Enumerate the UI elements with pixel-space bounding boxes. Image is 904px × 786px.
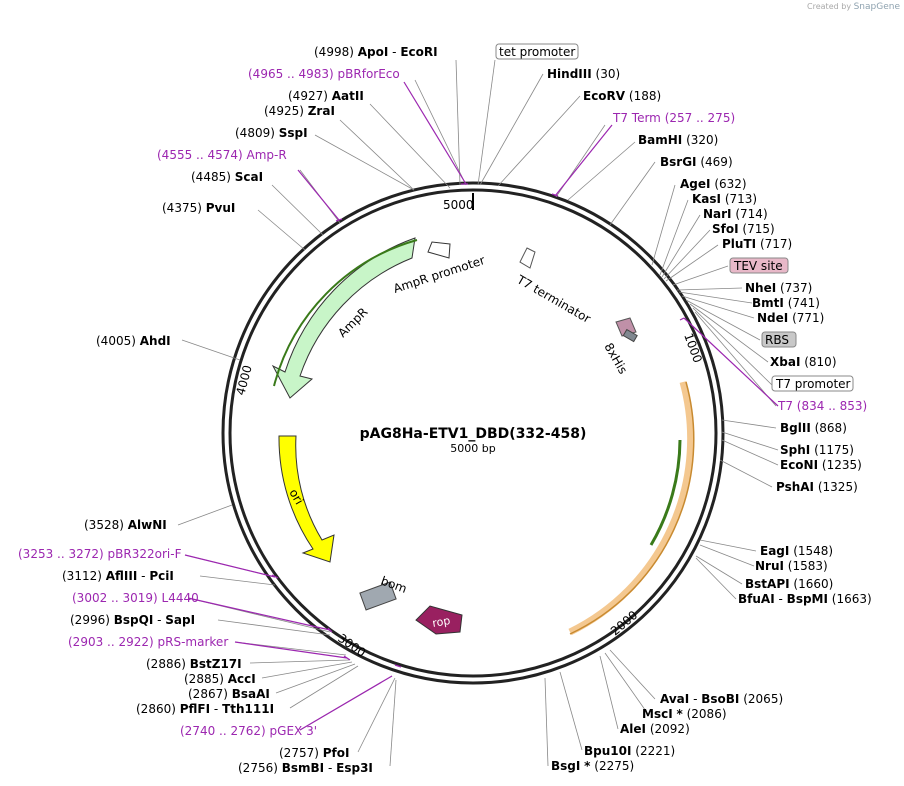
label-r12: TEV site (733, 259, 783, 273)
label-l16: (2886) BstZ17I (146, 657, 242, 671)
credit: Created by SnapGene (807, 2, 900, 12)
his-label: 8xHis (601, 341, 630, 377)
rop-feature (415, 605, 463, 635)
label-l20: (2740 .. 2762) pGEX 3' (180, 724, 317, 738)
label-l14: (2996) BspQI - SapI (70, 613, 195, 627)
label-r32: BsgI * (2275) (551, 759, 634, 773)
label-r1: tet promoter (499, 45, 575, 59)
label-r15: NdeI (771) (757, 311, 824, 325)
features (271, 237, 695, 636)
label-r31: Bpu10I (2221) (584, 744, 675, 758)
tick-5000: 5000 (443, 198, 474, 212)
label-l1: (4998) ApoI - EcoRI (314, 45, 438, 59)
label-l4: (4925) ZraI (264, 104, 335, 118)
t7-terminator-feature (519, 247, 536, 269)
label-r16: RBS (765, 333, 789, 347)
t7-terminator-label: T7 terminator (514, 272, 593, 326)
label-l18: (2867) BsaAI (188, 687, 270, 701)
label-l3: (4927) AatII (288, 89, 364, 103)
label-r19: T7 (834 .. 853) (777, 399, 867, 413)
etv1-outline (569, 381, 695, 635)
rop-label: rop (431, 614, 451, 630)
rbs-box (761, 331, 797, 348)
label-l9: (4005) AhdI (96, 334, 171, 348)
label-r5: BamHI (320) (638, 133, 718, 147)
label-r18: T7 promoter (775, 377, 851, 391)
t7-promoter-box (771, 375, 854, 392)
tick-4000: 4000 (233, 364, 254, 397)
label-r8: KasI (713) (692, 192, 757, 206)
label-l13: (3002 .. 3019) L4440 (72, 591, 199, 605)
backbone (221, 181, 725, 685)
label-r26: BstAPI (1660) (745, 577, 833, 591)
label-r22: EcoNI (1235) (780, 458, 862, 472)
label-r27: BfuAI - BspMI (1663) (738, 592, 872, 606)
inner-green-arrow (649, 439, 682, 546)
bom-feature (359, 581, 397, 611)
ori-feature (278, 435, 335, 563)
ampr-highlight (273, 239, 418, 387)
label-r30: AleI (2092) (620, 722, 690, 736)
label-l11: (3253 .. 3272) pBR322ori-F (18, 547, 182, 561)
label-l19: (2860) PflFI - Tth111I (136, 702, 274, 716)
etv1-feature (568, 381, 695, 636)
label-r13: NheI (737) (745, 281, 812, 295)
label-l8: (4375) PvuI (162, 201, 235, 215)
tick-3000: 3000 (335, 631, 368, 660)
leader-lines (177, 59, 779, 767)
label-r6: BsrGI (469) (660, 155, 733, 169)
label-r4: T7 Term (257 .. 275) (612, 111, 735, 125)
label-r29: MscI * (2086) (642, 707, 727, 721)
ori-label: ori (286, 487, 306, 508)
label-l22: (2756) BsmBI - Esp3I (238, 761, 373, 775)
label-r17: XbaI (810) (770, 355, 837, 369)
label-l6: (4555 .. 4574) Amp-R (157, 148, 287, 162)
label-r28: AvaI - BsoBI (2065) (660, 692, 783, 706)
label-r9: NarI (714) (703, 207, 768, 221)
label-r20: BglII (868) (780, 421, 847, 435)
his-tag-box (622, 328, 638, 343)
ampr-feature (271, 237, 416, 399)
label-l2: (4965 .. 4983) pBRforEco (248, 67, 400, 81)
label-r2: HindIII (30) (547, 67, 620, 81)
plasmid-name: pAG8Ha-ETV1_DBD(332-458) (360, 426, 587, 442)
ampr-label: AmpR (335, 305, 370, 340)
label-r3: EcoRV (188) (583, 89, 661, 103)
label-r11: PluTI (717) (722, 237, 792, 251)
label-r7: AgeI (632) (680, 177, 747, 191)
label-l17: (2885) AccI (184, 672, 256, 686)
label-l15: (2903 .. 2922) pRS-marker (68, 635, 228, 649)
label-r21: SphI (1175) (780, 443, 854, 457)
label-l7: (4485) ScaI (191, 170, 263, 184)
label-r10: SfoI (715) (712, 222, 775, 236)
label-r23: PshAI (1325) (776, 480, 858, 494)
tick-1000: 1000 (681, 331, 705, 364)
label-l10: (3528) AlwNI (84, 518, 167, 532)
label-l5: (4809) SspI (235, 126, 308, 140)
label-r24: EagI (1548) (760, 544, 833, 558)
label-r14: BmtI (741) (752, 296, 820, 310)
label-r25: NruI (1583) (755, 559, 828, 573)
label-l12: (3112) AflIII - PciI (62, 569, 174, 583)
tet-promoter-box (495, 43, 579, 60)
left-labels: (4998) ApoI - EcoRI (4965 .. 4983) pBRfo… (18, 45, 438, 775)
ampr-promoter-feature (427, 241, 451, 259)
right-labels: tet promoter HindIII (30) EcoRV (188) T7… (495, 43, 872, 773)
plasmid-size: 5000 bp (450, 442, 495, 455)
tev-site-box (729, 257, 789, 274)
label-l21: (2757) PfoI (279, 746, 349, 760)
primer-marks (184, 81, 779, 731)
